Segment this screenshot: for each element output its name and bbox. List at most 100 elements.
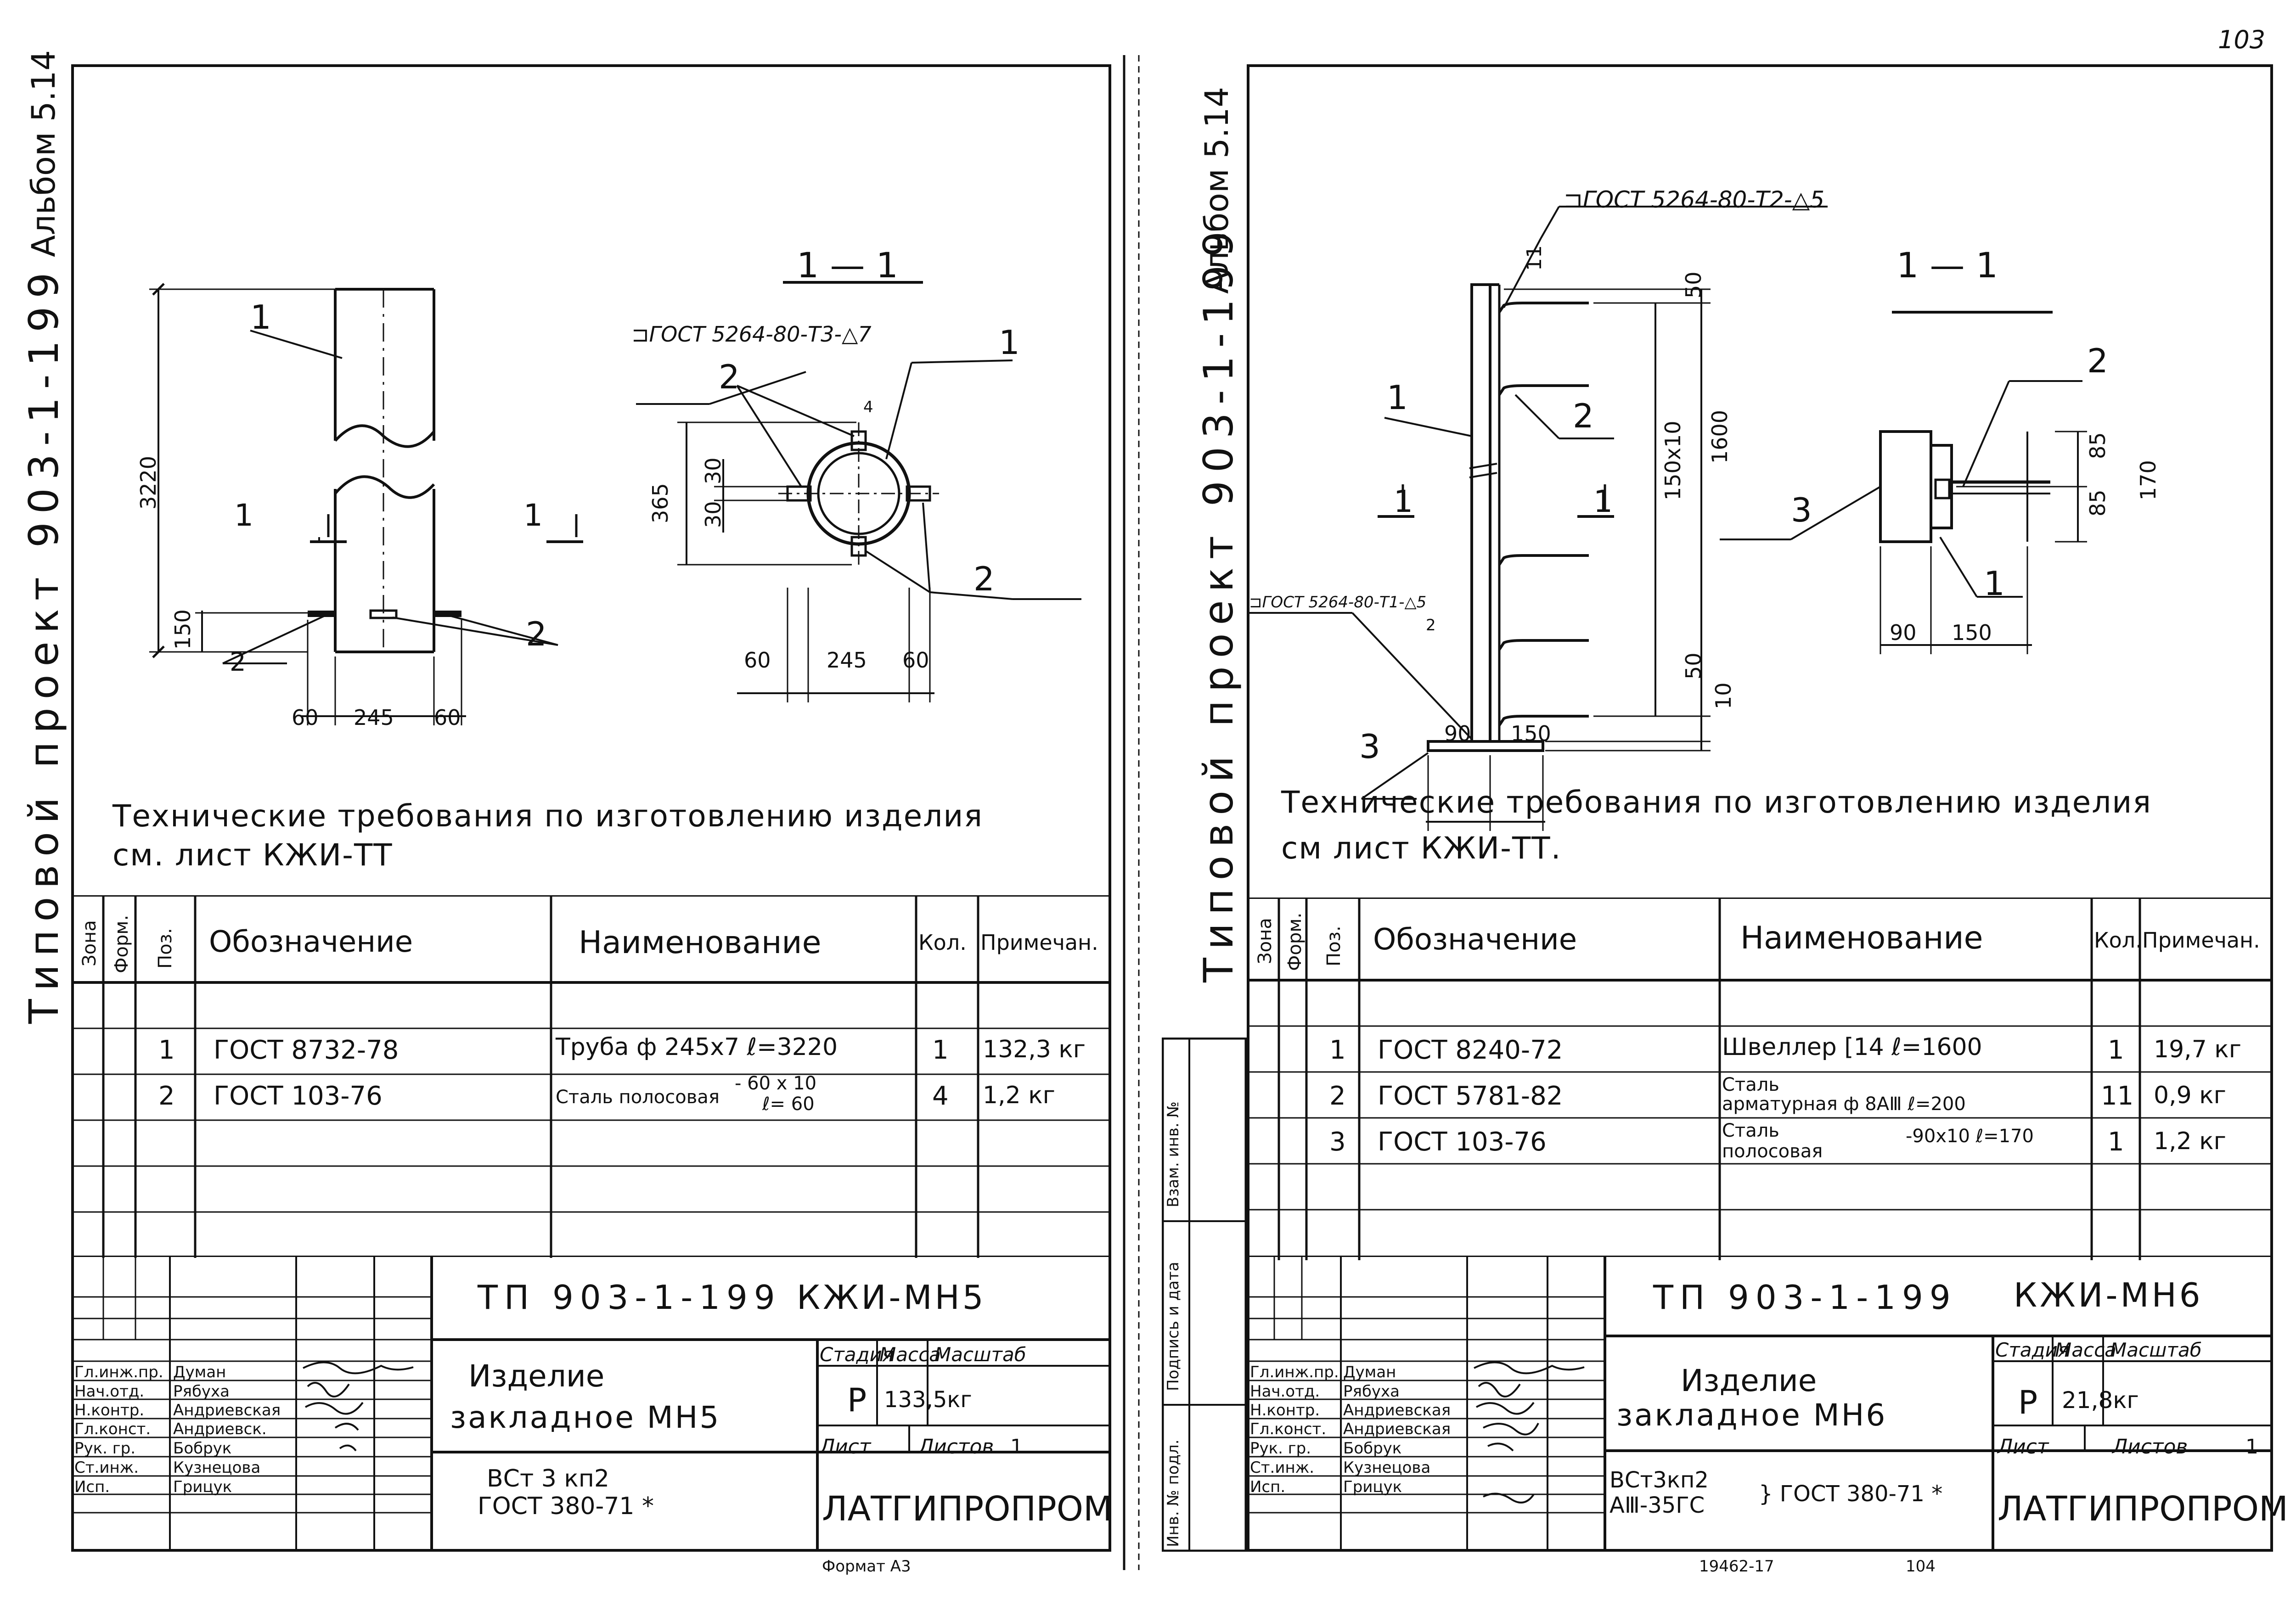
right-sec-leader-3: 3 (1791, 491, 1812, 529)
left-spec-row-2-qty: 4 (932, 1081, 949, 1111)
right-spec-row-1-pos: 1 (1329, 1035, 1346, 1065)
left-spec-row-2-name2: - 60 x 10 (735, 1073, 817, 1094)
right-dim-top: 50 (1681, 271, 1706, 298)
right-dim-sec-w2: 150 (1952, 620, 1992, 645)
left-tb-org: ЛАТГИПРОПРОМ (822, 1489, 1113, 1529)
left-section-title: 1 — 1 (797, 245, 899, 286)
right-dim-w1: 90 (1444, 721, 1471, 746)
right-sheet-frame (1247, 64, 2273, 1552)
right-spec-row-3-name3: -90x10 ℓ=170 (1906, 1126, 2034, 1147)
right-stamp-inv: Инв. № подл. (1164, 1439, 1182, 1547)
left-tb-role-6: Ст.инж. (74, 1459, 139, 1477)
left-tb-stage-label: Стадия (820, 1343, 894, 1366)
right-dim-sec-85a: 85 (2085, 432, 2110, 459)
right-tb-bottom-note-left: 19462-17 (1699, 1557, 1774, 1576)
left-tb-role-3: Н.контр. (74, 1401, 145, 1419)
right-tb-material-line1: ВСт3кп2 (1609, 1467, 1709, 1493)
right-spec-row-3-name2: полосовая (1722, 1141, 1823, 1162)
left-dim-base: 150 (170, 609, 195, 650)
right-tb-name-1: Думан (1343, 1363, 1396, 1381)
right-tb-sheet-label: Лист (1998, 1435, 2049, 1459)
left-leader-2c: 2 (526, 615, 547, 653)
right-cut-mark-right: 1 (1593, 484, 1613, 519)
right-stamp-sign: Подпись и дата (1164, 1262, 1182, 1391)
left-tb-format: Формат А3 (822, 1557, 911, 1576)
left-tb-role-4: Гл.конст. (74, 1420, 151, 1438)
right-spec-row-1-qty: 1 (2108, 1035, 2124, 1065)
right-cut-mark-left: 1 (1394, 484, 1413, 519)
left-spec-table-grid (71, 895, 1111, 1258)
right-spec-header-zone: Зона (1255, 918, 1276, 964)
left-tech-note-line1: Технические требования по изготовлению и… (113, 798, 984, 834)
right-tb-role-7: Исп. (1250, 1478, 1286, 1496)
right-spec-row-1-designation: ГОСТ 8240-72 (1378, 1035, 1563, 1065)
left-spec-row-2-pos: 2 (158, 1081, 175, 1111)
right-tb-stage-label: Стадия (1995, 1339, 2070, 1361)
left-album-label: Альбом 5.14 (25, 50, 62, 257)
left-tb-sheet-label: Лист (820, 1435, 871, 1459)
right-sec-leader-1: 1 (1984, 564, 2005, 603)
right-tb-sheet-code: КЖИ-МН6 (2014, 1276, 2203, 1314)
left-tb-role-1: Гл.инж.пр. (74, 1363, 163, 1381)
right-spec-header-format: Форм. (1284, 912, 1306, 971)
right-project-label: Типовой проект 903-1-199 (1195, 223, 1242, 982)
left-title-block-grid (71, 1256, 1111, 1552)
left-spec-row-2-name3: ℓ= 60 (762, 1094, 815, 1115)
right-tech-note-line1: Технические требования по изготовлению и… (1281, 785, 2152, 820)
right-tb-role-5: Рук. гр. (1250, 1439, 1311, 1458)
left-spec-row-2-note: 1,2 кг (983, 1082, 1055, 1109)
right-spec-row-2-qty: 11 (2101, 1081, 2134, 1111)
left-leader-2b: 2 (974, 560, 995, 598)
right-drawing (1247, 206, 2087, 831)
left-dim-sec-a: 30 (701, 457, 726, 484)
left-spec-header-note: Примечан. (980, 930, 1098, 955)
right-dim-height: 1600 (1707, 410, 1732, 464)
left-dim-sec-w3: 60 (902, 648, 929, 673)
right-tb-material-gost: } ГОСТ 380-71 * (1759, 1481, 1943, 1507)
left-leader-1b: 1 (999, 323, 1020, 362)
right-spec-header-note: Примечан. (2142, 928, 2260, 953)
left-tb-role-2: Нач.отд. (74, 1382, 145, 1401)
right-tb-name-3: Андриевская (1343, 1401, 1451, 1419)
left-spec-row-1-designation: ГОСТ 8732-78 (214, 1035, 399, 1065)
left-dim-sec-w1: 60 (744, 648, 771, 673)
left-dim-sec-h: 365 (648, 483, 673, 523)
right-tb-scale-label: Масштаб (2110, 1339, 2202, 1361)
right-tb-stage: Р (2018, 1384, 2038, 1421)
left-tb-material-line1: ВСт 3 кп2 (487, 1465, 609, 1492)
left-spec-header-format: Форм. (111, 915, 132, 973)
right-leader-1: 1 (1387, 378, 1408, 417)
right-dim-bottom: 50 (1681, 652, 1706, 679)
right-spec-row-3-name: Сталь (1722, 1120, 1779, 1141)
left-spec-row-1-pos: 1 (158, 1035, 175, 1065)
right-spec-header-designation: Обозначение (1373, 923, 1577, 957)
left-leader-1a: 1 (250, 298, 271, 337)
left-tb-item-line1: Изделие (468, 1358, 605, 1394)
left-dim-w1: 60 (292, 705, 319, 730)
left-tb-stage: Р (847, 1381, 867, 1419)
right-dim-sec-w1: 90 (1890, 620, 1917, 645)
right-spec-row-2-designation: ГОСТ 5781-82 (1378, 1081, 1563, 1111)
left-dim-height: 3220 (136, 455, 161, 510)
right-title-block-grid (1247, 1256, 2273, 1552)
right-tb-code: ТП 903-1-199 (1653, 1278, 1957, 1317)
right-tb-item-line1: Изделие (1681, 1363, 1817, 1398)
right-spec-row-2-pos: 2 (1329, 1081, 1346, 1111)
left-tb-code: ТП 903-1-199 (478, 1278, 782, 1317)
right-tb-mass: 21,8кг (2062, 1387, 2139, 1414)
right-dim-small-2: 2 (1426, 616, 1436, 634)
right-tb-org: ЛАТГИПРОПРОМ (1998, 1489, 2288, 1529)
left-tb-mass-label: Масса (879, 1343, 941, 1366)
sheet-divider (1123, 55, 1140, 1570)
left-tb-sheets: 1 (1010, 1435, 1023, 1459)
left-spec-header-name: Наименование (579, 925, 822, 961)
left-dim-w3: 60 (434, 705, 461, 730)
right-spec-table-grid (1247, 898, 2273, 1260)
left-tb-name-5: Бобрук (173, 1439, 232, 1458)
left-tb-mass: 133,5кг (884, 1387, 972, 1413)
right-dim-sec-170: 170 (2136, 460, 2161, 500)
left-tb-name-2: Рябуха (173, 1382, 230, 1401)
right-spec-header-name: Наименование (1740, 920, 1983, 956)
right-weld-top: ⊐ГОСТ 5264-80-Т2-△5 (1564, 186, 1825, 213)
left-dim-sec-c: 4 (863, 398, 873, 416)
